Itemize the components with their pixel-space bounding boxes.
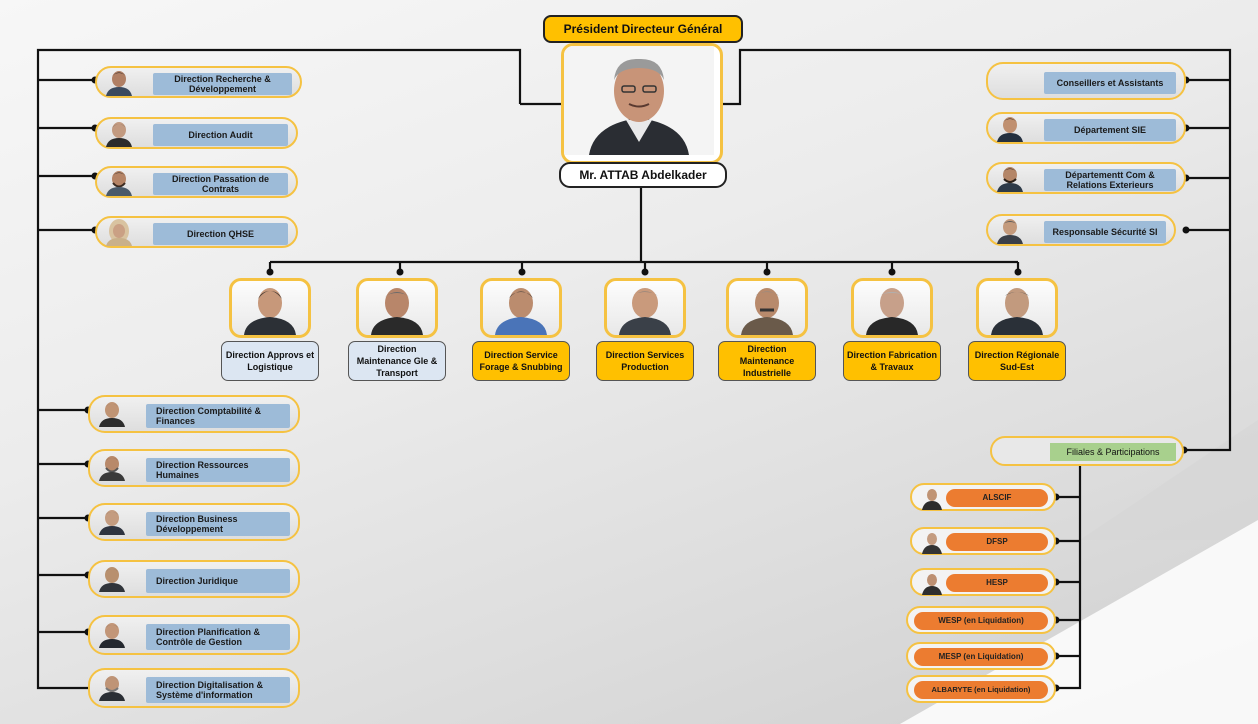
subsidiary-label: ALSCIF (946, 489, 1048, 507)
connector-dot (1182, 226, 1190, 234)
person-icon (106, 219, 132, 246)
unit-label: Conseillers et Assistants (1044, 72, 1176, 94)
person-icon (99, 456, 125, 481)
subsidiary-label: HESP (946, 574, 1048, 592)
unit-label: Responsable Sécurité SI (1044, 221, 1166, 243)
subsidiary-label: WESP (en Liquidation) (914, 612, 1048, 630)
page-title: Président Directeur Général (543, 15, 743, 43)
person-icon (99, 402, 125, 427)
unit-label: Département SIE (1044, 119, 1176, 141)
person-icon (922, 489, 942, 510)
unit-label: Direction Digitalisation & Système d'inf… (146, 677, 290, 703)
unit-label: Direction QHSE (153, 223, 288, 245)
subsidiary-albaryte[interactable]: ALBARYTE (en Liquidation) (906, 675, 1056, 703)
unit-label: Direction Ressources Humaines (146, 458, 290, 482)
connector-dot (518, 268, 526, 276)
subsidiary-label: MESP (en Liquidation) (914, 648, 1048, 666)
person-icon (922, 533, 942, 554)
connector-dot (396, 268, 404, 276)
connector-dot (763, 268, 771, 276)
ceo-portrait (561, 43, 723, 164)
person-icon (997, 219, 1023, 244)
unit-digitalisation[interactable]: Direction Digitalisation & Système d'inf… (88, 668, 300, 708)
unit-audit[interactable]: Direction Audit (95, 117, 298, 149)
direction-label: Direction Maintenance Industrielle (718, 341, 816, 381)
person-icon (997, 117, 1023, 142)
unit-hr[interactable]: Direction Ressources Humaines (88, 449, 300, 487)
direction-label: Direction Fabrication & Travaux (843, 341, 941, 381)
unit-label: Direction Business Développement (146, 512, 290, 536)
subsidiary-label: DFSP (946, 533, 1048, 551)
unit-label: Direction Comptabilité & Finances (146, 404, 290, 428)
person-icon (371, 288, 423, 335)
unit-label: Départementt Com & Relations Exterieurs (1044, 169, 1176, 191)
direction-photo (604, 278, 686, 338)
person-icon (922, 574, 942, 595)
person-icon (106, 122, 132, 147)
unit-label: Direction Audit (153, 124, 288, 146)
filiales-label: Filiales & Participations (1050, 443, 1176, 461)
connector-dot (641, 268, 649, 276)
direction-photo (356, 278, 438, 338)
subsidiary-wesp[interactable]: WESP (en Liquidation) (906, 606, 1056, 634)
direction-photo (976, 278, 1058, 338)
direction-label: Direction Régionale Sud-Est (968, 341, 1066, 381)
person-icon (99, 623, 125, 648)
unit-business[interactable]: Direction Business Développement (88, 503, 300, 541)
direction-photo (851, 278, 933, 338)
person-icon (741, 288, 793, 335)
unit-security[interactable]: Responsable Sécurité SI (986, 214, 1176, 246)
direction-label: Direction Services Production (596, 341, 694, 381)
subsidiary-dfsp[interactable]: DFSP (910, 527, 1056, 555)
person-icon (244, 288, 296, 335)
unit-label: Direction Juridique (146, 569, 290, 593)
direction-label: Direction Maintenance Gle & Transport (348, 341, 446, 381)
person-icon (564, 46, 714, 155)
connector-dot (888, 268, 896, 276)
unit-label: Direction Planification & Contrôle de Ge… (146, 624, 290, 650)
connector-dot (266, 268, 274, 276)
direction-label: Direction Approvs et Logistique (221, 341, 319, 381)
person-icon (106, 71, 132, 96)
person-icon (495, 288, 547, 335)
unit-advisors[interactable]: Conseillers et Assistants (986, 62, 1186, 100)
connector-dot (1014, 268, 1022, 276)
person-icon (99, 510, 125, 535)
connector-left-trunk (36, 48, 522, 690)
direction-photo (726, 278, 808, 338)
unit-contracts[interactable]: Direction Passation de Contrats (95, 166, 298, 198)
direction-photo (480, 278, 562, 338)
person-icon (99, 676, 125, 701)
unit-label: Direction Passation de Contrats (153, 173, 288, 195)
person-icon (99, 567, 125, 592)
unit-qhse[interactable]: Direction QHSE (95, 216, 298, 248)
subsidiary-label: ALBARYTE (en Liquidation) (914, 681, 1048, 699)
connector-filiales-trunk (1056, 466, 1082, 690)
direction-photo (229, 278, 311, 338)
person-icon (619, 288, 671, 335)
person-icon (991, 288, 1043, 335)
subsidiary-alscif[interactable]: ALSCIF (910, 483, 1056, 511)
unit-planning[interactable]: Direction Planification & Contrôle de Ge… (88, 615, 300, 655)
person-icon (997, 167, 1023, 192)
person-icon (866, 288, 918, 335)
unit-sie[interactable]: Département SIE (986, 112, 1186, 144)
person-icon (106, 171, 132, 196)
direction-label: Direction Service Forage & Snubbing (472, 341, 570, 381)
filiales-header[interactable]: Filiales & Participations (990, 436, 1184, 466)
unit-communication[interactable]: Départementt Com & Relations Exterieurs (986, 162, 1186, 194)
ceo-name: Mr. ATTAB Abdelkader (559, 162, 727, 188)
unit-finance[interactable]: Direction Comptabilité & Finances (88, 395, 300, 433)
connector-right-trunk (717, 48, 1232, 452)
unit-label: Direction Recherche & Développement (153, 73, 292, 95)
unit-research-development[interactable]: Direction Recherche & Développement (95, 66, 302, 98)
subsidiary-hesp[interactable]: HESP (910, 568, 1056, 596)
unit-legal[interactable]: Direction Juridique (88, 560, 300, 598)
subsidiary-mesp[interactable]: MESP (en Liquidation) (906, 642, 1056, 670)
